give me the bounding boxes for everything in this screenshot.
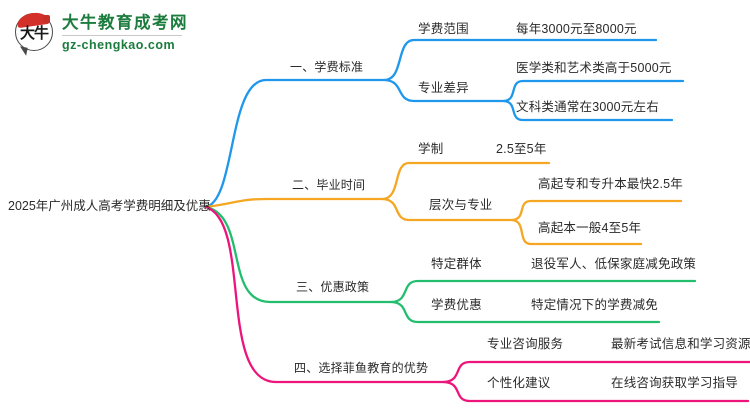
branch3-main-line xyxy=(204,205,394,304)
node-specific-group-value: 退役军人、低保家庭减免政策 xyxy=(531,257,697,271)
node-medical-art-value: 医学类和艺术类高于5000元 xyxy=(516,61,672,75)
node-schooling-length-value: 2.5至5年 xyxy=(496,142,547,156)
node-liberal-arts-value: 文科类通常在3000元左右 xyxy=(516,100,659,114)
logo-icon-text: 大牛 xyxy=(19,25,49,42)
branch2-grandchild2-line xyxy=(510,218,643,246)
node-gaoqizhuan-value: 高起专和专升本最快2.5年 xyxy=(538,177,683,191)
node-level-major-label: 层次与专业 xyxy=(429,198,493,212)
node-specific-group-label: 特定群体 xyxy=(431,257,482,271)
branch4-main-line xyxy=(204,205,446,384)
branch3-child2-line xyxy=(390,300,661,324)
branch4-child2-line xyxy=(442,380,750,403)
branch1-grandchild1-line xyxy=(502,79,685,103)
branch1-child2-line xyxy=(383,78,506,103)
logo-domain: gz-chengkao.com xyxy=(62,38,176,52)
logo: 大牛 大牛教育成考网 gz-chengkao.com xyxy=(15,10,188,56)
branch1-child1-line xyxy=(383,38,658,82)
node-consult-service-label: 专业咨询服务 xyxy=(487,337,564,351)
branch2-main-line xyxy=(204,197,385,209)
branch1-grandchild2-line xyxy=(502,99,674,122)
branch3-child1-line xyxy=(390,279,697,304)
node-personal-advice-value: 在线咨询获取学习指导 xyxy=(611,376,739,390)
logo-icon: 大牛 xyxy=(15,10,53,56)
node-major-difference-label: 专业差异 xyxy=(418,81,469,95)
root-node-label: 2025年广州成人高考学费明细及优惠 xyxy=(8,199,211,213)
logo-separator xyxy=(62,35,182,36)
node-consult-service-value: 最新考试信息和学习资源 xyxy=(611,337,750,351)
branch-tuition-standard-label: 一、学费标准 xyxy=(290,60,364,74)
node-tuition-range-label: 学费范围 xyxy=(418,22,469,36)
branch2-child1-line xyxy=(381,161,551,201)
branch-feiyu-advantage-label: 四、选择菲鱼教育的优势 xyxy=(294,361,429,375)
branch-graduation-time-label: 二、毕业时间 xyxy=(292,178,366,192)
branch2-grandchild1-line xyxy=(510,199,683,222)
node-gaoqiben-value: 高起本一般4至5年 xyxy=(538,221,642,235)
logo-bubble-tail xyxy=(18,46,28,56)
branch-graduation-time-lines xyxy=(204,161,683,246)
branch-feiyu-advantage-lines xyxy=(204,205,750,403)
branch4-child1-line xyxy=(442,360,750,384)
branch1-main-line xyxy=(204,78,387,209)
node-tuition-range-value: 每年3000元至8000元 xyxy=(516,22,637,36)
branch-discount-policy-label: 三、优惠政策 xyxy=(296,280,370,294)
node-tuition-discount-value: 特定情况下的学费减免 xyxy=(531,298,659,312)
logo-red-seal xyxy=(43,15,50,23)
branch2-child2-line xyxy=(381,197,514,222)
logo-text-block: 大牛教育成考网 gz-chengkao.com xyxy=(62,13,188,52)
node-schooling-length-label: 学制 xyxy=(418,142,444,156)
node-personal-advice-label: 个性化建议 xyxy=(487,376,551,390)
branch-tuition-standard-lines xyxy=(204,38,685,209)
node-tuition-discount-label: 学费优惠 xyxy=(431,298,482,312)
branch-discount-policy-lines xyxy=(204,205,697,324)
logo-title: 大牛教育成考网 xyxy=(62,14,188,32)
